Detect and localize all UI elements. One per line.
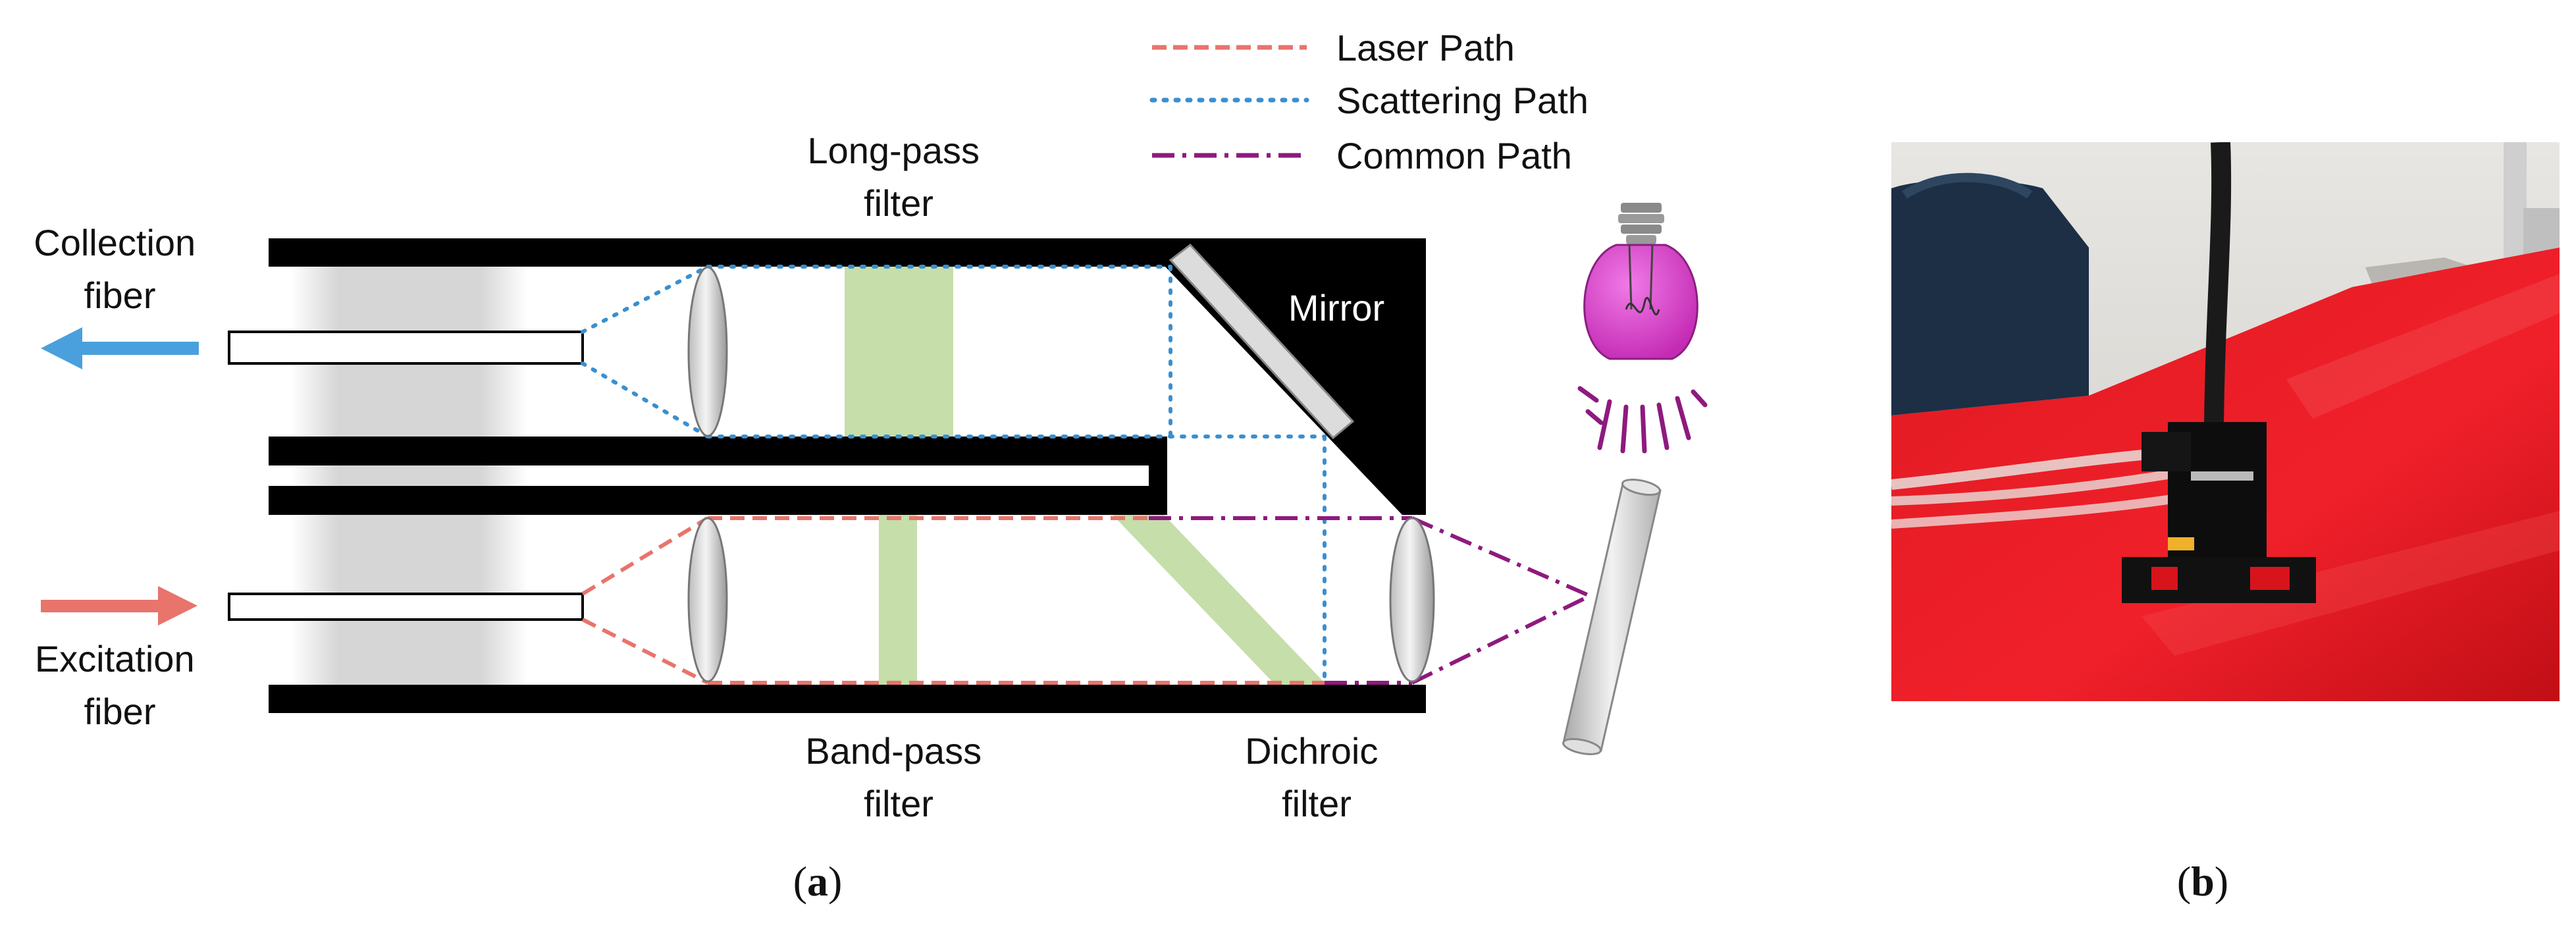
laser-path xyxy=(581,516,1325,685)
common-path xyxy=(1149,516,1591,685)
divider-end xyxy=(1149,437,1167,515)
legend: Laser Path Scattering Path Common Path xyxy=(1149,27,1589,176)
housing-top-wall xyxy=(269,238,1426,267)
light-bulb-icon xyxy=(1577,203,1708,454)
photo-probe-on-table xyxy=(1891,142,2560,701)
label-collection-fiber: Collection fiber xyxy=(34,222,205,316)
long-pass-filter xyxy=(845,267,953,437)
label-mirror: Mirror xyxy=(1288,287,1384,329)
label-band-pass-filter: Band-pass filter xyxy=(805,730,991,824)
dichroic-filter xyxy=(1113,515,1327,685)
panel-label-b: (b) xyxy=(2177,858,2228,905)
legend-common-label: Common Path xyxy=(1336,135,1572,176)
fiber-ferrule xyxy=(291,247,528,691)
lens-output xyxy=(1389,517,1435,683)
housing-bottom-wall xyxy=(269,685,1426,713)
band-pass-filter xyxy=(879,515,917,685)
lens-excitation xyxy=(687,517,728,683)
excitation-fiber xyxy=(228,593,584,621)
label-long-pass-filter: Long-pass filter xyxy=(807,130,989,224)
mirror xyxy=(1169,243,1355,440)
legend-scattering-label: Scattering Path xyxy=(1336,80,1589,121)
legend-laser-label: Laser Path xyxy=(1336,27,1515,68)
label-excitation-fiber: Excitation fiber xyxy=(35,638,205,732)
arrow-right-icon xyxy=(41,586,197,625)
sample-rod xyxy=(1562,479,1662,755)
label-dichroic-filter: Dichroic filter xyxy=(1245,730,1388,824)
collection-fiber xyxy=(228,331,584,365)
panel-label-a: (a) xyxy=(793,858,843,905)
divider-lower xyxy=(269,486,1167,515)
scattering-path xyxy=(581,265,1327,687)
arrow-left-icon xyxy=(41,327,199,369)
panel-a-diagram: Collection fiber Excitation fiber Long-p… xyxy=(34,27,1708,905)
divider-upper xyxy=(269,437,1167,465)
lens-collection xyxy=(687,266,728,437)
panel-b-photo: (b) xyxy=(1891,142,2560,905)
